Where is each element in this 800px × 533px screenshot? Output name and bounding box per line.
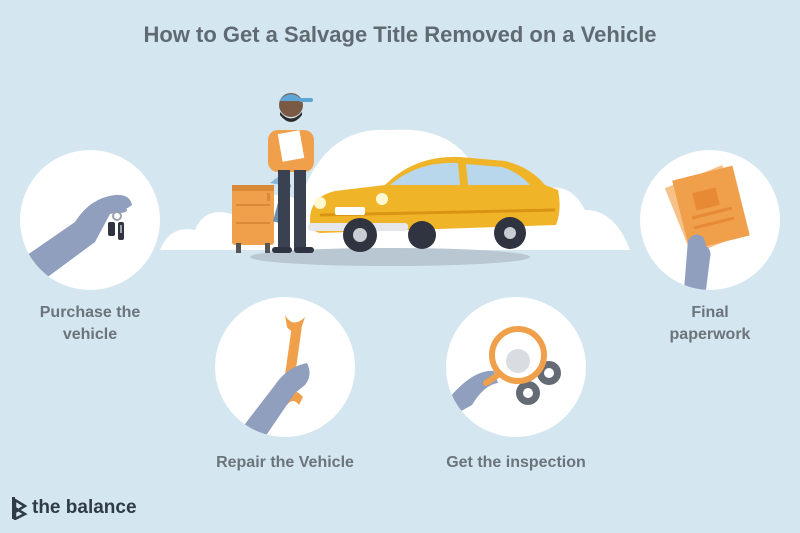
hand-holding-wrench-icon	[235, 315, 310, 437]
step-purchase-label: Purchase the vehicle	[0, 302, 180, 346]
step-inspection-label: Get the inspection	[416, 452, 616, 474]
step-purchase-circle	[20, 150, 160, 290]
step-purchase-label-line2: vehicle	[62, 326, 118, 343]
step-repair-label: Repair the Vehicle	[185, 452, 385, 474]
magnifier-gears-icon	[450, 326, 561, 415]
step-paperwork-label-line2: paperwork	[669, 326, 751, 343]
hand-holding-keys-icon	[20, 194, 132, 290]
brand-logo[interactable]: the balance	[10, 496, 137, 520]
page-title: How to Get a Salvage Title Removed on a …	[143, 22, 657, 47]
hand-holding-papers-icon	[664, 165, 750, 290]
step-inspection-circle	[446, 297, 586, 437]
step-paperwork-label-line1: Final	[691, 304, 729, 321]
brand-name: the balance	[32, 497, 137, 518]
step-repair-circle	[215, 297, 355, 437]
mechanic-car-scene-icon	[160, 93, 630, 266]
step-paperwork-circle	[640, 150, 780, 290]
step-paperwork-label: Final paperwork	[620, 302, 800, 346]
the-balance-logo-icon	[12, 497, 28, 520]
step-inspection-label-line1: Get the inspection	[446, 454, 586, 471]
step-repair-label-line1: Repair the Vehicle	[216, 454, 354, 471]
step-purchase-label-line1: Purchase the	[39, 304, 141, 321]
